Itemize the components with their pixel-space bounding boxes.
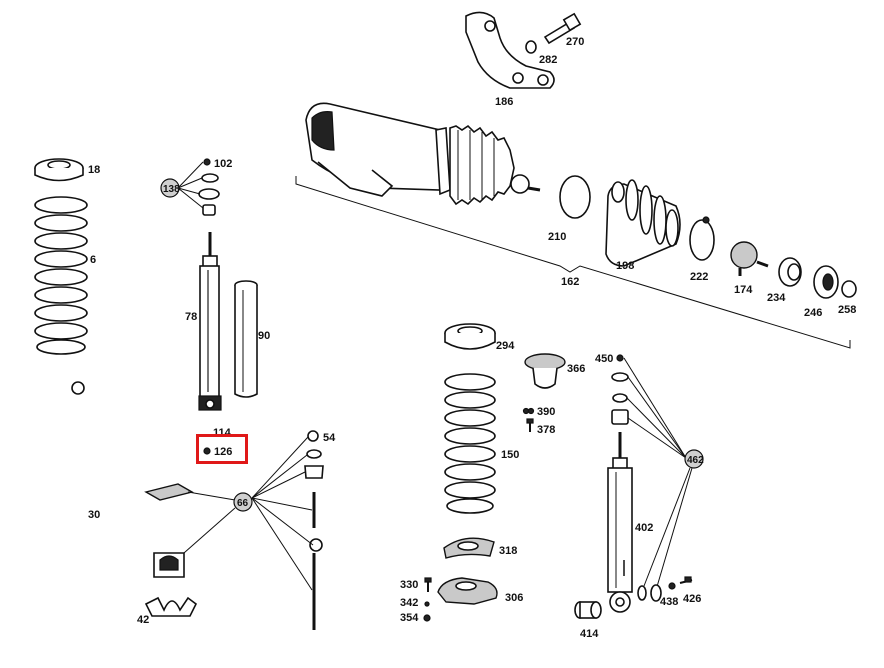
- label-366: 366: [567, 363, 585, 375]
- control-arm-186: [465, 11, 555, 89]
- highlight-box: [196, 434, 248, 464]
- shock-absorber-78: [198, 232, 222, 411]
- label-30: 30: [88, 509, 100, 521]
- washer-282: [525, 40, 537, 54]
- label-258: 258: [838, 304, 856, 316]
- label-450: 450: [595, 353, 613, 365]
- callout-bubble-66: [233, 492, 253, 512]
- bushing-246: [813, 265, 839, 299]
- label-66: 66: [237, 498, 249, 509]
- clamp-ring-210: [559, 175, 591, 219]
- label-54: 54: [323, 432, 336, 444]
- label-282: 282: [539, 54, 557, 66]
- hardware-438-426: [637, 576, 693, 602]
- label-354: 354: [400, 612, 419, 624]
- label-438: 438: [660, 596, 678, 608]
- callout-bubble-462: [684, 449, 704, 469]
- label-462: 462: [687, 455, 704, 466]
- label-426: 426: [683, 593, 701, 605]
- callout-bubble-138: [160, 178, 180, 198]
- label-6: 6: [90, 254, 96, 266]
- rubber-mount: [153, 552, 185, 578]
- label-78: 78: [185, 311, 197, 323]
- stabilizer-bar-30: [18, 381, 323, 552]
- label-378: 378: [537, 424, 555, 436]
- label-318: 318: [499, 545, 517, 557]
- label-306: 306: [505, 592, 523, 604]
- label-330: 330: [400, 579, 418, 591]
- spring-seat-318: [443, 537, 495, 559]
- spring-seat-294: [444, 323, 496, 350]
- bushing-234: [778, 257, 802, 287]
- hardware-390-378: [522, 407, 535, 432]
- label-102: 102: [214, 158, 232, 170]
- label-210: 210: [548, 231, 566, 243]
- label-186: 186: [495, 96, 513, 108]
- label-198: 198: [616, 260, 634, 272]
- nut-126: [203, 447, 211, 455]
- label-342: 342: [400, 597, 418, 609]
- label-390: 390: [537, 406, 555, 418]
- label-222: 222: [690, 271, 708, 283]
- bolt-270: [543, 12, 582, 45]
- bushing-414: [574, 601, 602, 619]
- label-270: 270: [566, 36, 584, 48]
- label-162: 162: [561, 276, 579, 288]
- label-18: 18: [88, 164, 100, 176]
- bracket-line-162: [295, 176, 851, 349]
- label-234: 234: [767, 292, 786, 304]
- bump-stop-90: [234, 280, 258, 398]
- mount-366: [524, 353, 566, 389]
- hardware-330-342-354: [423, 577, 432, 622]
- coil-spring-6: [34, 196, 88, 355]
- label-138: 138: [163, 184, 180, 195]
- label-246: 246: [804, 307, 822, 319]
- cap-258: [841, 280, 857, 298]
- bracket-42: [144, 596, 198, 617]
- label-42: 42: [137, 614, 149, 626]
- steering-gear-assembly: [305, 102, 541, 206]
- mount-kit-138: [160, 158, 220, 216]
- mount-306: [437, 577, 498, 605]
- label-294: 294: [496, 340, 515, 352]
- mount-kit-462: [611, 354, 704, 591]
- spring-seat-18: [34, 158, 84, 182]
- clamp-ring-222: [689, 216, 715, 261]
- label-126: 126: [214, 446, 232, 458]
- coil-spring-150: [444, 373, 496, 514]
- shock-absorber-402: [607, 432, 633, 613]
- fittings-66: [144, 430, 324, 630]
- boot-198: [605, 179, 681, 267]
- tie-rod-end-174: [730, 241, 769, 276]
- label-90: 90: [258, 330, 270, 342]
- label-414: 414: [580, 628, 599, 640]
- label-150: 150: [501, 449, 519, 461]
- label-402: 402: [635, 522, 653, 534]
- label-174: 174: [734, 284, 753, 296]
